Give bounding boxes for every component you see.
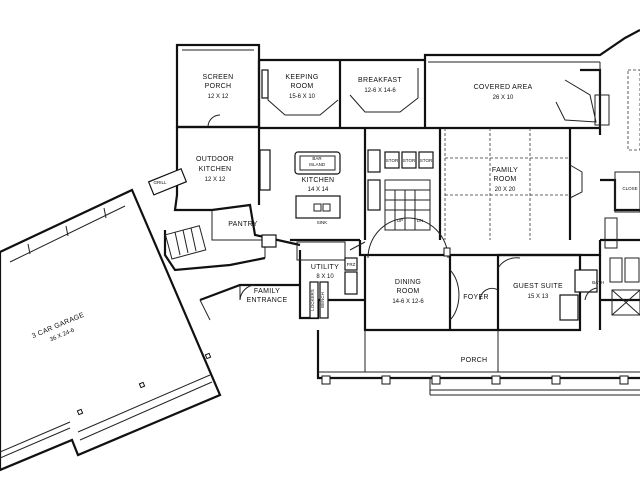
breakfast-label: BREAKFAST — [358, 77, 402, 84]
guest-suite-area — [497, 171, 640, 321]
breakfast-dim: 12-6 X 14-6 — [364, 88, 396, 94]
family-room-dim: 20 X 20 — [495, 187, 516, 193]
screen-porch-dim: 12 X 12 — [208, 94, 229, 100]
house-walls — [163, 29, 640, 332]
stor-label-3: STOR — [420, 158, 433, 163]
keeping-breakfast-walls — [261, 60, 419, 128]
dining-room-label-2: ROOM — [397, 288, 420, 295]
keeping-room-label-2: ROOM — [291, 83, 314, 90]
utility-dim: 8 X 10 — [316, 274, 334, 280]
covered-area — [428, 61, 640, 151]
family-room-label: FAMILY — [492, 167, 518, 174]
outdoor-kitchen-label: OUTDOOR — [196, 156, 234, 163]
family-room-label-2: ROOM — [494, 176, 517, 183]
family-entrance-label: FAMILY — [254, 288, 280, 295]
keeping-room-dim: 15-6 X 10 — [289, 94, 316, 100]
dining-room-label: DINING — [395, 279, 421, 286]
porch — [316, 330, 640, 396]
kitchen-dim: 14 X 14 — [308, 187, 329, 193]
screen-porch-label: SCREEN — [203, 74, 234, 81]
outdoor-kitchen-label-2: KITCHEN — [199, 166, 232, 173]
covered-area-dim: 26 X 10 — [493, 95, 514, 101]
porch-label: PORCH — [461, 357, 488, 364]
keeping-room-label: KEEPING — [285, 74, 318, 81]
up-label: UP — [397, 218, 403, 223]
dn-label: DN — [417, 218, 424, 223]
closet-label: CLOSE — [622, 186, 637, 191]
kitchen-area — [290, 128, 381, 242]
family-entrance-label-2: ENTRANCE — [247, 297, 288, 304]
stor-label-2: STOR — [403, 158, 416, 163]
guest-suite-dim: 15 X 13 — [528, 294, 549, 300]
fixture-labels: BAR ISLAND SINK GRILL STOR STOR STOR FRZ… — [153, 156, 432, 311]
island-label: ISLAND — [309, 162, 326, 167]
stor-label-1: STOR — [386, 158, 399, 163]
bath-label: BATH — [592, 280, 604, 285]
sink-label: SINK — [317, 220, 328, 225]
stairs — [384, 128, 442, 240]
bar-label: BAR — [312, 156, 322, 161]
outdoor-kitchen-dim: 12 X 12 — [205, 177, 226, 183]
guest-suite-label: GUEST SUITE — [513, 283, 563, 290]
utility-area — [296, 241, 366, 319]
dining-room-dim: 14-6 X 12-6 — [392, 299, 424, 305]
frz-label: FRZ — [347, 262, 356, 267]
grill-label: GRILL — [153, 180, 167, 185]
screen-porch-label-2: PORCH — [205, 83, 232, 90]
lockers-label: LOCKERS — [310, 289, 315, 311]
bench-label: BENCH — [320, 292, 325, 308]
family-room-grid — [444, 79, 610, 240]
covered-area-label: COVERED AREA — [474, 84, 533, 91]
dining-foyer — [367, 217, 499, 330]
outdoor-kitchen-walls — [147, 125, 271, 205]
foyer-label: FOYER — [463, 294, 489, 301]
garage — [0, 188, 222, 472]
room-labels: SCREEN PORCH 12 X 12 KEEPING ROOM 15-6 X… — [31, 74, 638, 364]
pantry-label: PANTRY — [228, 221, 258, 228]
kitchen-label: KITCHEN — [302, 177, 335, 184]
pantry-area — [164, 210, 277, 260]
utility-label: UTILITY — [311, 264, 339, 271]
family-entrance-walls — [199, 283, 300, 321]
